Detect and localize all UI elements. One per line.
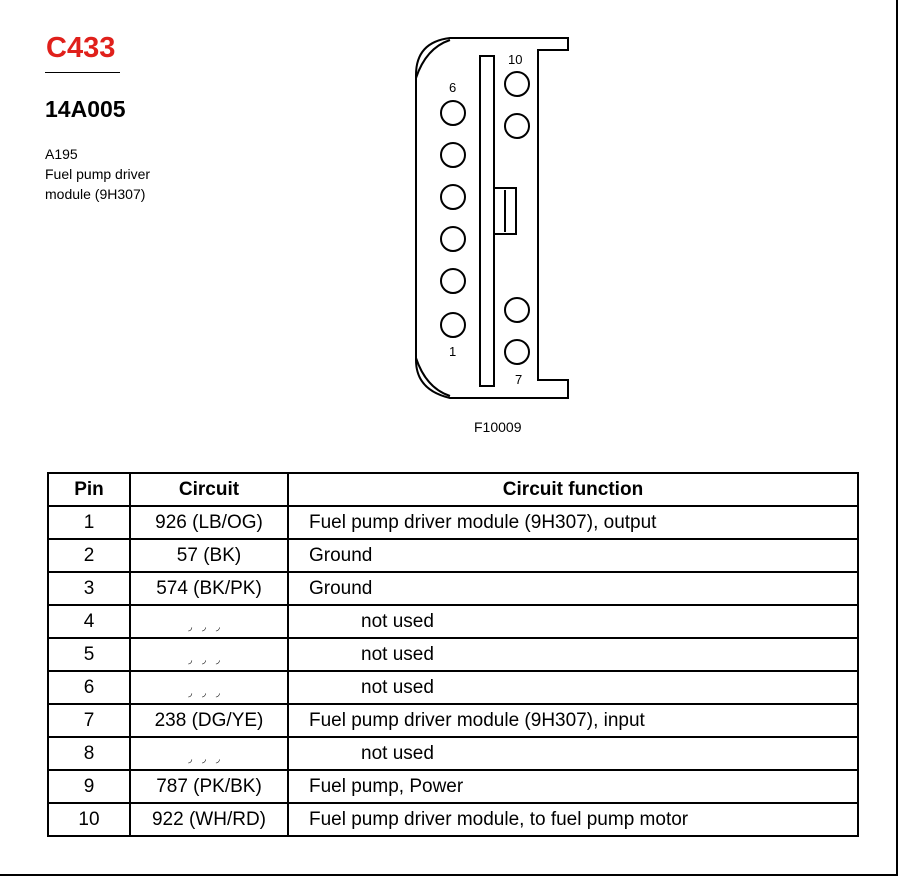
circuit-cell: 238 (DG/YE) [129,703,289,738]
table-row: 8 ◞◞◞ not used [47,736,859,771]
pin-cell: 2 [47,538,131,573]
connector-latch [493,187,517,235]
pin-cavity-1 [440,312,466,338]
pin-cell: 5 [47,637,131,672]
function-cell: Fuel pump driver module (9H307), output [287,505,859,540]
table-row: 5 ◞◞◞ not used [47,637,859,672]
function-cell: not used [287,670,859,705]
pin-cavity-3 [440,226,466,252]
connector-id-underline [45,72,120,73]
circuit-cell: 922 (WH/RD) [129,802,289,837]
circuit-cell: 926 (LB/OG) [129,505,289,540]
connector-inner-lip-top [415,39,451,79]
function-cell: Fuel pump, Power [287,769,859,804]
pin-cell: 6 [47,670,131,705]
pin-cavity-10 [504,71,530,97]
circuit-cell: 787 (PK/BK) [129,769,289,804]
function-cell: Fuel pump driver module, to fuel pump mo… [287,802,859,837]
table-row: 6 ◞◞◞ not used [47,670,859,705]
circuit-cell: ◞◞◞ [129,604,289,639]
pin-cell: 1 [47,505,131,540]
not-used-marks: ◞◞◞ [188,687,230,699]
connector-housing-outline [415,37,569,399]
function-cell: Ground [287,571,859,606]
function-cell: Ground [287,538,859,573]
pin-cavity-8 [504,297,530,323]
pin-cell: 8 [47,736,131,771]
pin-cavity-6 [440,100,466,126]
circuit-cell: ◞◞◞ [129,736,289,771]
not-used-marks: ◞◞◞ [188,621,230,633]
table-row: 4 ◞◞◞ not used [47,604,859,639]
pin-cell: 4 [47,604,131,639]
circuit-cell: ◞◞◞ [129,637,289,672]
part-number: 14A005 [45,96,126,122]
description-line: A195 [45,146,78,162]
connector-description: A195 Fuel pump driver module (9H307) [45,144,150,204]
pin-cavity-9 [504,113,530,139]
pin-label-10: 10 [508,52,522,67]
pin-cavity-5 [440,142,466,168]
function-cell: not used [287,604,859,639]
pin-cavity-7 [504,339,530,365]
figure-reference: F10009 [474,419,522,435]
function-cell: Fuel pump driver module (9H307), input [287,703,859,738]
column-header-pin: Pin [47,472,131,507]
connector-id: C433 [46,32,116,64]
pin-cell: 10 [47,802,131,837]
pin-cell: 9 [47,769,131,804]
connector-center-divider [479,55,495,387]
table-header-row: Pin Circuit Circuit function [47,472,859,507]
connector-inner-lip-bottom [415,357,451,397]
column-header-circuit: Circuit [129,472,289,507]
pin-cavity-2 [440,268,466,294]
pin-cavity-4 [440,184,466,210]
function-cell: not used [287,637,859,672]
not-used-marks: ◞◞◞ [188,654,230,666]
description-line: Fuel pump driver [45,166,151,182]
connector-face-diagram: 10 6 1 7 [415,37,569,399]
circuit-cell: 57 (BK) [129,538,289,573]
circuit-cell: 574 (BK/PK) [129,571,289,606]
function-cell: not used [287,736,859,771]
column-header-function: Circuit function [287,472,859,507]
description-line: module (9H307) [45,186,146,202]
pin-label-7: 7 [515,372,522,387]
pin-label-1: 1 [449,344,456,359]
circuit-cell: ◞◞◞ [129,670,289,705]
pin-label-6: 6 [449,80,456,95]
pin-cell: 7 [47,703,131,738]
pin-cell: 3 [47,571,131,606]
not-used-marks: ◞◞◞ [188,753,230,765]
